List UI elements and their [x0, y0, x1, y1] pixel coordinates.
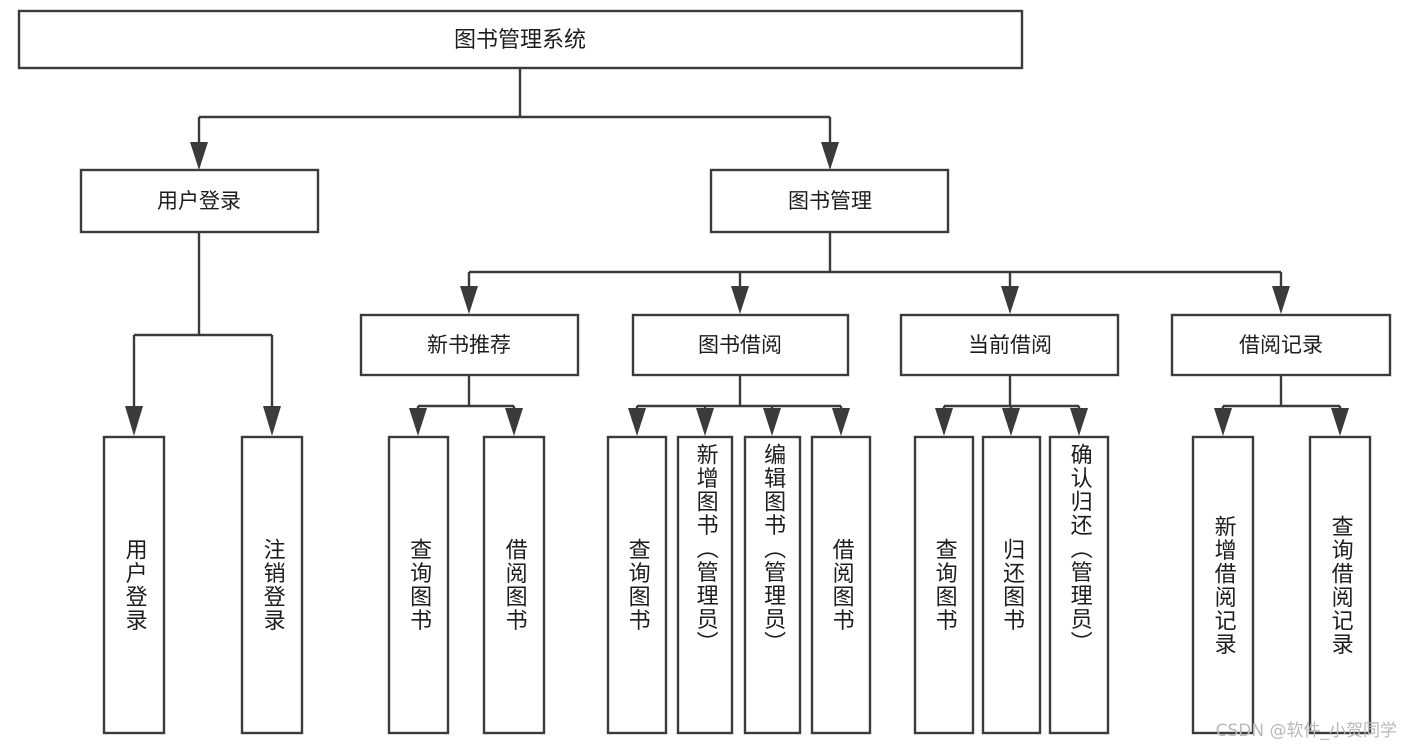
node-user-login-label: 用户登录	[157, 189, 241, 213]
arrow-to-book-management	[821, 142, 839, 170]
node-current-borrow-label: 当前借阅	[968, 333, 1052, 357]
node-title-label: 图书管理系统	[454, 28, 586, 53]
arrow-to-leaf-add-book-admin	[696, 408, 714, 436]
node-borrow-record-label: 借阅记录	[1239, 333, 1323, 357]
arrow-to-new-book-recommend	[460, 286, 478, 314]
node-leaf-borrow-book-1[interactable]	[482, 435, 546, 735]
node-new-book-recommend[interactable]: 新书推荐	[359, 313, 580, 377]
node-leaf-logout-login[interactable]	[240, 435, 304, 735]
arrow-to-leaf-return-book	[1002, 408, 1020, 436]
connector-book-management-children	[467, 232, 1283, 292]
node-leaf-return-book[interactable]	[981, 435, 1042, 735]
arrow-to-borrow-record	[1272, 286, 1290, 314]
node-leaf-borrow-book-2[interactable]	[810, 435, 872, 735]
arrow-to-leaf-query-book-1	[409, 408, 427, 436]
arrow-to-leaf-add-borrow-record	[1214, 408, 1232, 436]
arrow-to-user-login	[190, 142, 208, 170]
arrow-to-leaf-borrow-book-1	[505, 408, 523, 436]
node-leaf-add-book-admin[interactable]	[676, 435, 734, 735]
arrow-to-leaf-borrow-book-2	[832, 408, 850, 436]
node-borrow-record[interactable]: 借阅记录	[1170, 313, 1392, 377]
node-current-borrow[interactable]: 当前借阅	[899, 313, 1120, 377]
node-book-management-label: 图书管理	[788, 189, 872, 213]
arrow-to-leaf-confirm-return-admin	[1070, 408, 1088, 436]
node-leaf-query-borrow-record[interactable]	[1308, 435, 1372, 735]
node-book-management[interactable]: 图书管理	[709, 168, 950, 234]
connector-new-book-recommend-children	[416, 375, 516, 414]
connector-borrow-record-children	[1221, 375, 1342, 414]
arrow-to-leaf-user-login	[125, 406, 143, 436]
node-leaf-add-borrow-record[interactable]	[1191, 435, 1255, 735]
arrow-to-current-borrow	[1001, 286, 1019, 314]
connector-root-trunk	[197, 68, 832, 148]
arrow-to-leaf-query-book-3	[935, 408, 953, 436]
arrow-to-leaf-logout-login	[263, 406, 281, 436]
node-book-borrow[interactable]: 图书借阅	[631, 313, 850, 377]
node-user-login[interactable]: 用户登录	[79, 168, 320, 234]
connector-book-borrow-children	[635, 375, 843, 414]
arrow-to-leaf-query-book-2	[628, 408, 646, 436]
arrow-to-leaf-edit-book-admin	[763, 408, 781, 436]
node-leaf-query-book-1[interactable]	[387, 435, 450, 735]
arrow-to-book-borrow	[731, 286, 749, 314]
node-new-book-recommend-label: 新书推荐	[427, 333, 511, 357]
node-leaf-user-login[interactable]	[102, 435, 166, 735]
arrow-to-leaf-query-borrow-record	[1331, 408, 1349, 436]
connector-user-login-children	[132, 232, 274, 412]
node-leaf-query-book-3[interactable]	[913, 435, 975, 735]
node-leaf-edit-book-admin[interactable]	[743, 435, 802, 735]
node-title[interactable]: 图书管理系统	[17, 9, 1024, 70]
node-leaf-confirm-return-admin[interactable]	[1048, 435, 1110, 735]
node-book-borrow-label: 图书借阅	[698, 333, 782, 357]
node-leaf-query-book-2[interactable]	[606, 435, 668, 735]
